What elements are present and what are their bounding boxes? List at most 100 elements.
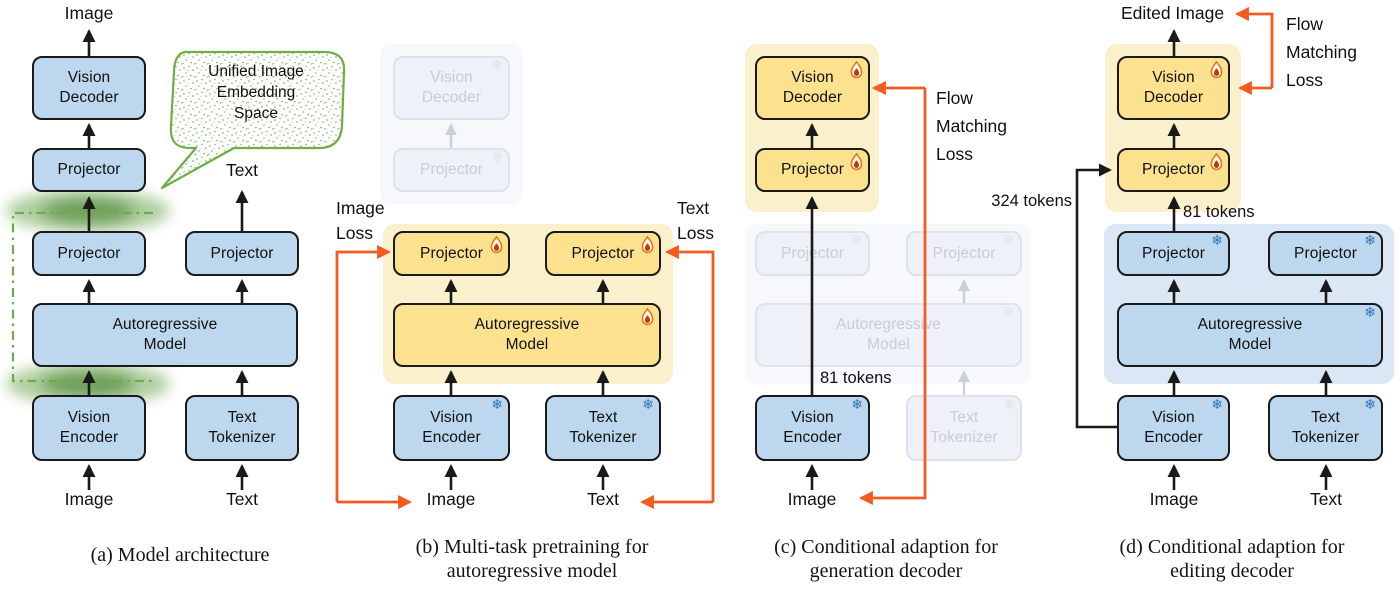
box-label: Projector — [57, 244, 121, 262]
panel-c-caption: (c) Conditional adaption for generation … — [774, 536, 998, 583]
panel-d-81-tokens-label: 81 tokens — [1183, 203, 1255, 221]
panel-a-projector-image: Projector — [32, 231, 146, 276]
panel-c-vision-decoder: Vision Decoder — [755, 56, 870, 120]
panel-b-text-input-label: Text — [586, 489, 620, 509]
snowflake-icon: ❄ — [1364, 396, 1376, 412]
snowflake-icon: ❄ — [1364, 232, 1376, 248]
panel-b-image-loss-label: Image Loss — [336, 198, 385, 244]
box-label: Text Tokenizer — [569, 409, 637, 446]
panel-a-projector-text: Projector — [185, 231, 299, 276]
box-label: Autoregressive Model — [112, 316, 218, 353]
box-label: Vision Decoder — [782, 69, 843, 106]
box-label: Autoregressive Model — [474, 316, 580, 353]
panel-d-vision-encoder: Vision Encoder ❄ — [1117, 395, 1230, 461]
panel-c-projector-image-frozen: Projector ❄ — [755, 231, 870, 276]
box-label: Vision Decoder — [1143, 69, 1204, 106]
box-label: Projector — [420, 244, 483, 262]
panel-d-projector-text: Projector ❄ — [1268, 231, 1383, 276]
panel-b-caption: (b) Multi-task pretraining for autoregre… — [415, 536, 649, 583]
box-label: Vision Encoder — [783, 409, 842, 446]
panel-b-text-tokenizer: Text Tokenizer ❄ — [545, 395, 661, 461]
snowflake-icon: ❄ — [491, 57, 503, 73]
panel-b-image-input-label: Image — [426, 489, 476, 509]
panel-a-caption: (a) Model architecture — [90, 544, 270, 566]
snowflake-icon: ❄ — [491, 396, 503, 412]
snowflake-icon: ❄ — [851, 232, 863, 248]
panel-d-edited-image-label: Edited Image — [1120, 3, 1225, 23]
flame-icon — [850, 61, 863, 79]
box-label: Text Tokenizer — [208, 409, 276, 446]
panel-c-autoregressive-frozen: Autoregressive Model ❄ — [755, 303, 1022, 367]
snowflake-icon: ❄ — [1211, 396, 1223, 412]
panel-d-flow-matching-loss-label: Flow Matching Loss — [1286, 14, 1358, 90]
panel-a-text-tokenizer: Text Tokenizer — [185, 395, 299, 461]
box-label: Projector — [1142, 161, 1205, 179]
panel-c-flow-matching-loss-label: Flow Matching Loss — [936, 88, 1008, 164]
box-label: Vision Decoder — [421, 69, 482, 106]
panel-d-image-input-label: Image — [1149, 489, 1199, 509]
panel-b-vision-encoder: Vision Encoder ❄ — [393, 395, 510, 461]
box-label: Vision Decoder — [59, 69, 119, 106]
panel-a-image-output-label: Image — [64, 3, 114, 23]
panel-c-vision-encoder: Vision Encoder ❄ — [755, 395, 870, 461]
panel-a-text-input-label: Text — [225, 489, 259, 509]
panel-b-vision-decoder-frozen: Vision Decoder ❄ — [393, 56, 510, 120]
snowflake-icon: ❄ — [1364, 304, 1376, 320]
panel-b-autoregressive-model: Autoregressive Model — [393, 303, 661, 367]
box-label: Projector — [1142, 244, 1205, 262]
snowflake-icon: ❄ — [1003, 232, 1015, 248]
panel-a-text-output-label: Text — [225, 160, 259, 180]
flame-icon — [1210, 61, 1223, 79]
box-label: Vision Encoder — [59, 409, 119, 446]
box-label: Projector — [57, 161, 121, 179]
box-label: Projector — [1294, 244, 1357, 262]
panel-a-projector-unified: Projector — [32, 148, 146, 192]
box-label: Projector — [781, 244, 844, 262]
box-label: Projector — [210, 244, 274, 262]
panel-c-81-tokens-label: 81 tokens — [820, 369, 892, 387]
snowflake-icon: ❄ — [1003, 396, 1015, 412]
panel-b-projector-frozen: Projector ❄ — [393, 148, 510, 192]
panel-c-image-input-label: Image — [787, 489, 837, 509]
panel-a-vision-encoder: Vision Encoder — [32, 395, 146, 461]
box-label: Vision Encoder — [422, 409, 481, 446]
snowflake-icon: ❄ — [491, 149, 503, 165]
panel-b-text-loss-label: Text Loss — [677, 198, 714, 244]
unified-embedding-glow-top — [6, 190, 170, 232]
panel-d-autoregressive-model: Autoregressive Model ❄ — [1117, 303, 1383, 367]
panel-d-projector-image: Projector ❄ — [1117, 231, 1230, 276]
snowflake-icon: ❄ — [1211, 232, 1223, 248]
flame-icon — [850, 153, 863, 171]
panel-b-projector-text: Projector — [545, 231, 661, 276]
panel-d-projector-top: Projector — [1117, 148, 1230, 192]
flame-icon — [490, 236, 503, 254]
panel-d-caption: (d) Conditional adaption for editing dec… — [1119, 536, 1345, 583]
box-label: Projector — [781, 161, 844, 179]
panel-a-vision-decoder: Vision Decoder — [32, 56, 146, 120]
panel-d-text-tokenizer: Text Tokenizer ❄ — [1268, 395, 1383, 461]
panel-d-vision-decoder: Vision Decoder — [1117, 56, 1230, 120]
box-label: Projector — [571, 244, 635, 262]
snowflake-icon: ❄ — [642, 396, 654, 412]
panel-d-324-tokens-label: 324 tokens — [991, 192, 1072, 210]
snowflake-icon: ❄ — [1003, 304, 1015, 320]
panel-c-projector-top: Projector — [755, 148, 870, 192]
panel-d-loss-arrows — [1234, 7, 1274, 95]
box-label: Autoregressive Model — [836, 316, 941, 353]
box-label: Text Tokenizer — [1291, 409, 1360, 446]
flame-icon — [1210, 153, 1223, 171]
panel-b-projector-image: Projector — [393, 231, 510, 276]
speech-bubble-text: Unified Image Embedding Space — [208, 63, 304, 122]
box-label: Vision Encoder — [1144, 409, 1203, 446]
box-label: Projector — [932, 244, 996, 262]
panel-d-text-input-label: Text — [1309, 489, 1343, 509]
panel-c-text-tokenizer-frozen: Text Tokenizer ❄ — [906, 395, 1022, 461]
box-label: Projector — [420, 161, 483, 179]
box-label: Autoregressive Model — [1197, 316, 1303, 353]
snowflake-icon: ❄ — [851, 396, 863, 412]
flame-icon — [641, 236, 654, 254]
panel-c-projector-text-frozen: Projector ❄ — [906, 231, 1022, 276]
panel-a-autoregressive-model: Autoregressive Model — [32, 303, 298, 367]
panel-a-image-input-label: Image — [64, 489, 114, 509]
